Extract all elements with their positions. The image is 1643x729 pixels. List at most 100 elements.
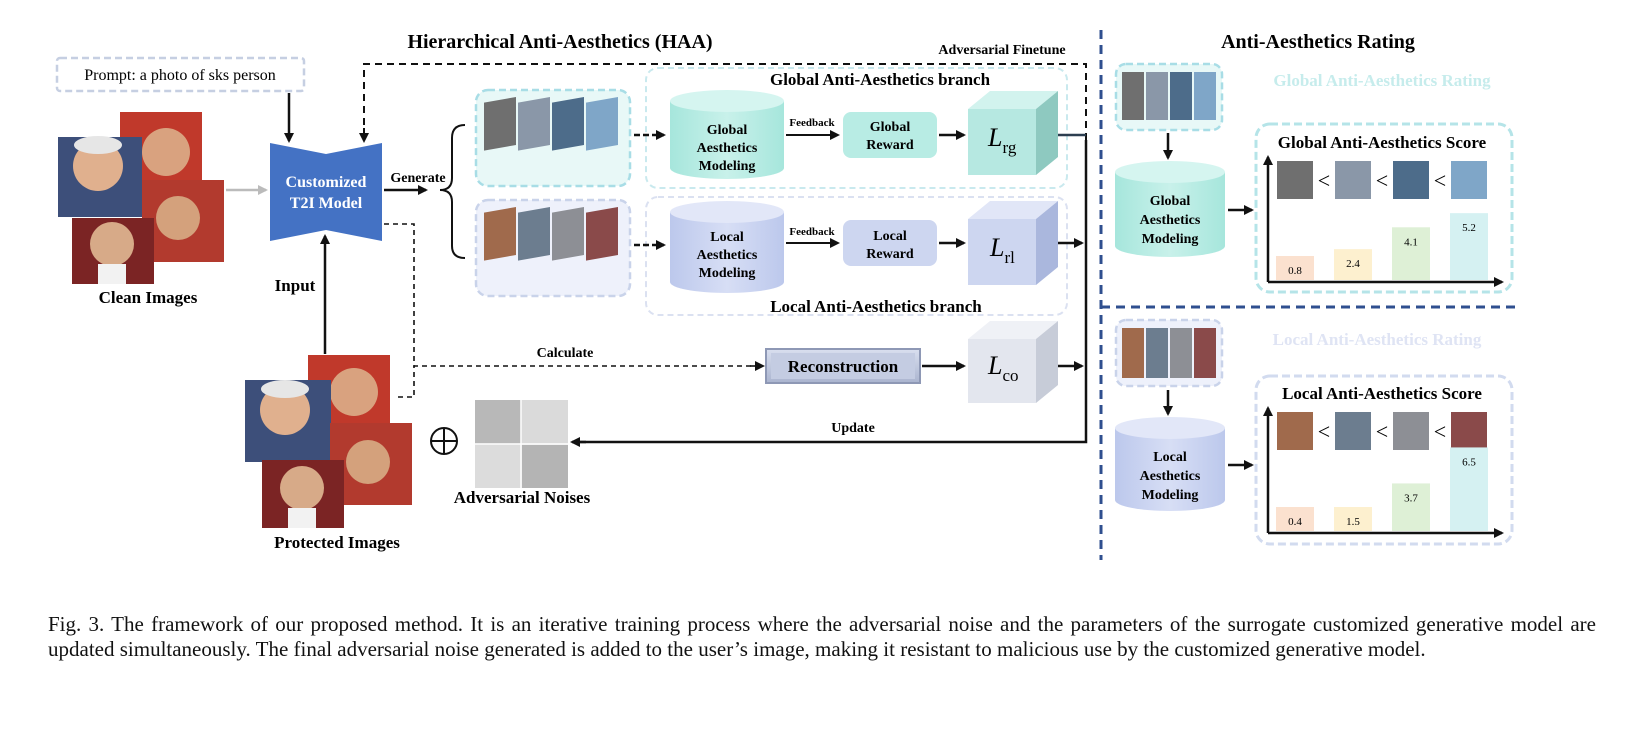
loss-rl: Lrl	[989, 233, 1015, 267]
score-thumbnail	[1277, 412, 1313, 450]
prompt-text: Prompt: a photo of sks person	[84, 67, 276, 84]
loss-co: Lco	[987, 351, 1019, 385]
global-reward-box	[843, 112, 937, 158]
haa-title: Hierarchical Anti-Aesthetics (HAA)	[407, 31, 712, 53]
local-reward-box	[843, 220, 937, 266]
score-bar	[1450, 447, 1488, 531]
loss-rl-cube	[968, 201, 1058, 285]
score-thumbnail	[1393, 161, 1429, 199]
global-reward-line1: Global	[870, 120, 911, 135]
calculate-label: Calculate	[537, 346, 594, 361]
loss-co-cube	[968, 321, 1058, 403]
rating-global-images	[1122, 72, 1216, 120]
calculate-path	[384, 223, 760, 367]
reconstruction-inner	[771, 353, 915, 379]
rating-global-modeling-line2: Aesthetics	[1140, 213, 1201, 228]
local-reward-line1: Local	[873, 229, 907, 244]
clean-images-label: Clean Images	[99, 288, 198, 307]
rating-local-modeling-line2: Aesthetics	[1140, 469, 1201, 484]
model-label-line2: T2I Model	[290, 195, 363, 212]
loss-rg-cube	[968, 91, 1058, 175]
less-than-sign: <	[1376, 419, 1388, 444]
local-score-title: Local Anti-Aesthetics Score	[1282, 384, 1482, 403]
rating-local-modeling-cylinder	[1115, 417, 1225, 511]
score-value: 5.2	[1462, 222, 1476, 234]
local-rating-label: Local Anti-Aesthetics Rating	[1273, 330, 1482, 349]
t2i-model-block	[270, 143, 382, 241]
score-bar	[1392, 483, 1430, 531]
score-thumbnail	[1451, 412, 1487, 450]
score-value: 3.7	[1404, 492, 1418, 504]
reconstruction-label: Reconstruction	[788, 357, 899, 376]
generate-brace	[439, 124, 466, 259]
less-than-sign: <	[1318, 419, 1330, 444]
rating-local-modeling-line1: Local	[1153, 450, 1187, 465]
adversarial-finetune-label: Adversarial Finetune	[938, 43, 1065, 58]
global-branch-label: Global Anti-Aesthetics branch	[770, 70, 991, 89]
local-generated-images	[484, 207, 618, 261]
local-reward-line2: Reward	[866, 247, 914, 262]
local-modeling-line3: Modeling	[699, 266, 756, 281]
rating-global-modeling-line3: Modeling	[1142, 232, 1199, 247]
global-branch-frame	[645, 67, 1068, 189]
calculate-protected-link	[398, 366, 415, 398]
figure-caption: Fig. 3. The framework of our proposed me…	[48, 612, 1596, 662]
model-label-line1: Customized	[286, 174, 367, 191]
score-bar	[1276, 256, 1314, 280]
local-branch-label: Local Anti-Aesthetics branch	[770, 297, 982, 316]
less-than-sign: <	[1318, 168, 1330, 193]
score-thumbnail	[1451, 161, 1487, 199]
score-value: 1.5	[1346, 516, 1360, 528]
score-thumbnail	[1277, 161, 1313, 199]
rating-local-images	[1122, 328, 1216, 378]
local-branch-frame	[645, 196, 1068, 316]
score-value: 0.8	[1288, 265, 1302, 277]
global-feedback-label: Feedback	[789, 117, 835, 129]
score-thumbnail	[1393, 412, 1429, 450]
generate-label: Generate	[390, 171, 445, 186]
oplus-icon	[430, 427, 458, 455]
score-value: 2.4	[1346, 258, 1360, 270]
protected-images-collage	[245, 355, 412, 528]
score-bar	[1334, 507, 1372, 531]
score-value: 6.5	[1462, 456, 1476, 468]
score-bar	[1392, 227, 1430, 280]
score-value: 0.4	[1288, 516, 1302, 528]
score-thumbnail	[1335, 161, 1371, 199]
local-aesthetics-modeling-cylinder	[670, 201, 784, 293]
adversarial-finetune-path	[363, 63, 1087, 140]
global-score-chart: <0.8 <2.4 <4.1 5.2	[1263, 155, 1504, 287]
framework-diagram: Hierarchical Anti-Aesthetics (HAA) Adver…	[55, 30, 1520, 560]
rating-global-modeling-cylinder	[1115, 161, 1225, 257]
prompt-box	[55, 56, 306, 93]
clean-images-collage	[58, 112, 224, 284]
global-aesthetics-modeling-cylinder	[670, 90, 784, 179]
global-modeling-line3: Modeling	[699, 159, 756, 174]
update-label: Update	[831, 421, 875, 436]
global-score-title: Global Anti-Aesthetics Score	[1278, 133, 1487, 152]
score-value: 4.1	[1404, 236, 1418, 248]
rating-local-modeling-line3: Modeling	[1142, 488, 1199, 503]
global-reward-line2: Reward	[866, 138, 914, 153]
local-score-chart: <0.4<1.5<3.76.5	[1263, 406, 1504, 538]
local-modeling-line2: Aesthetics	[697, 248, 758, 263]
adversarial-noises-label: Adversarial Noises	[454, 488, 591, 507]
global-modeling-line2: Aesthetics	[697, 141, 758, 156]
less-than-sign: <	[1434, 168, 1446, 193]
rating-global-modeling-line1: Global	[1150, 194, 1191, 209]
local-score-frame	[1254, 374, 1514, 546]
less-than-sign: <	[1376, 168, 1388, 193]
score-bar	[1450, 213, 1488, 280]
local-feedback-label: Feedback	[789, 226, 835, 238]
global-score-frame	[1254, 122, 1514, 294]
protected-images-label: Protected Images	[274, 533, 400, 552]
global-generated-images	[484, 97, 618, 151]
global-modeling-line1: Global	[707, 123, 748, 138]
caption-text: Fig. 3. The framework of our proposed me…	[48, 612, 1596, 661]
score-thumbnail	[1335, 412, 1371, 450]
global-rating-label: Global Anti-Aesthetics Rating	[1273, 71, 1491, 90]
score-bar	[1334, 249, 1372, 280]
loss-rg: Lrg	[987, 123, 1017, 157]
adversarial-noise-grid	[475, 400, 568, 488]
score-bar	[1276, 507, 1314, 531]
